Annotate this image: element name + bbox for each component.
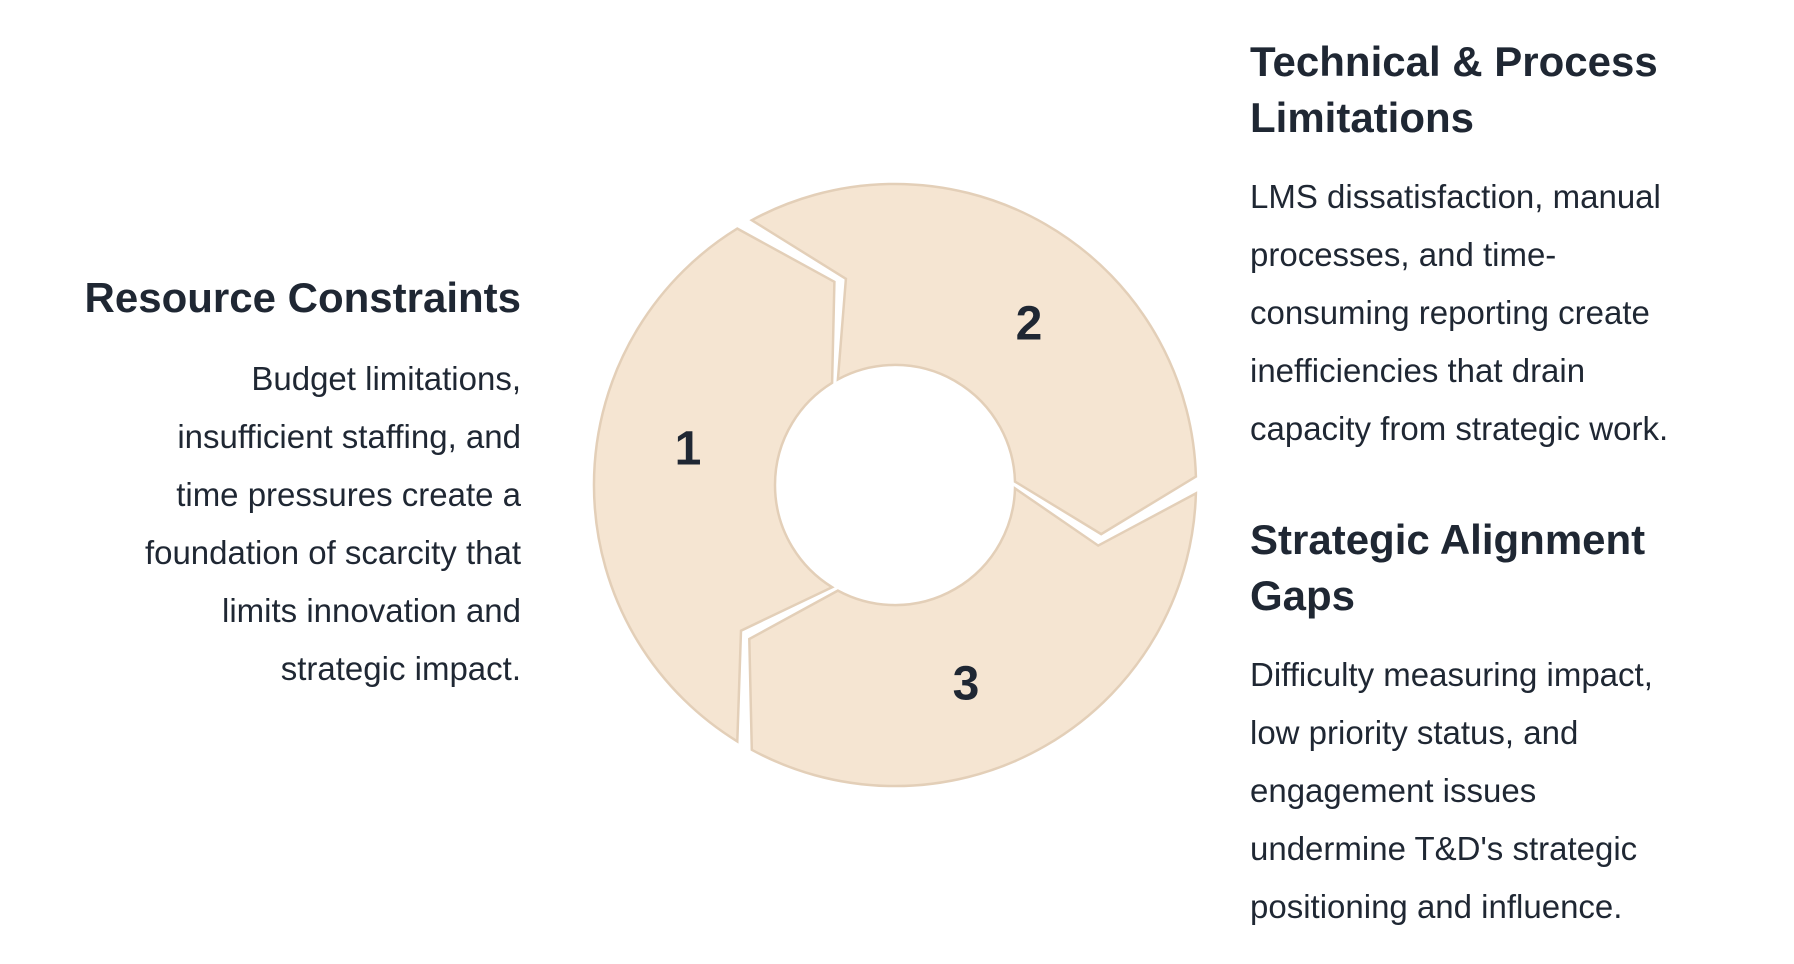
segment-1-number: 1 — [675, 423, 702, 476]
strategic-gaps-title: Strategic Alignment Gaps — [1250, 512, 1645, 624]
text-line: time pressures create a — [176, 476, 521, 513]
text-line: processes, and time- — [1250, 236, 1557, 273]
text-line: Budget limitations, — [251, 360, 521, 397]
text-line: Difficulty measuring impact, — [1250, 656, 1653, 693]
segment-1 — [592, 227, 836, 744]
text-line: capacity from strategic work. — [1250, 410, 1669, 447]
title-line: Limitations — [1250, 94, 1475, 141]
title-line: Strategic Alignment — [1250, 516, 1646, 563]
text-line: low priority status, and — [1250, 714, 1579, 751]
text-line: engagement issues — [1250, 772, 1537, 809]
technical-limitations-description: LMS dissatisfaction, manual processes, a… — [1250, 168, 1668, 458]
title-line: Gaps — [1250, 572, 1356, 619]
text-line: limits innovation and — [222, 592, 521, 629]
text-line: undermine T&D's strategic — [1250, 830, 1638, 867]
technical-limitations-title: Technical & Process Limitations — [1250, 34, 1658, 146]
resource-constraints-description: Budget limitations, insufficient staffin… — [145, 350, 521, 698]
text-line: strategic impact. — [280, 650, 521, 687]
text-line: insufficient staffing, and — [177, 418, 521, 455]
resource-constraints-title: Resource Constraints — [84, 274, 521, 321]
segment-2 — [749, 182, 1198, 536]
text-line: foundation of scarcity that — [144, 534, 521, 571]
text-line: consuming reporting create — [1250, 294, 1650, 331]
title-line: Technical & Process — [1250, 38, 1658, 85]
text-line: LMS dissatisfaction, manual — [1250, 178, 1661, 215]
text-line: positioning and influence. — [1250, 888, 1623, 925]
strategic-gaps-description: Difficulty measuring impact, low priorit… — [1250, 646, 1653, 936]
segment-2-number: 2 — [1016, 298, 1043, 351]
segment-3 — [748, 486, 1198, 788]
segment-3-number: 3 — [953, 658, 980, 711]
text-line: inefficiencies that drain — [1250, 352, 1586, 389]
